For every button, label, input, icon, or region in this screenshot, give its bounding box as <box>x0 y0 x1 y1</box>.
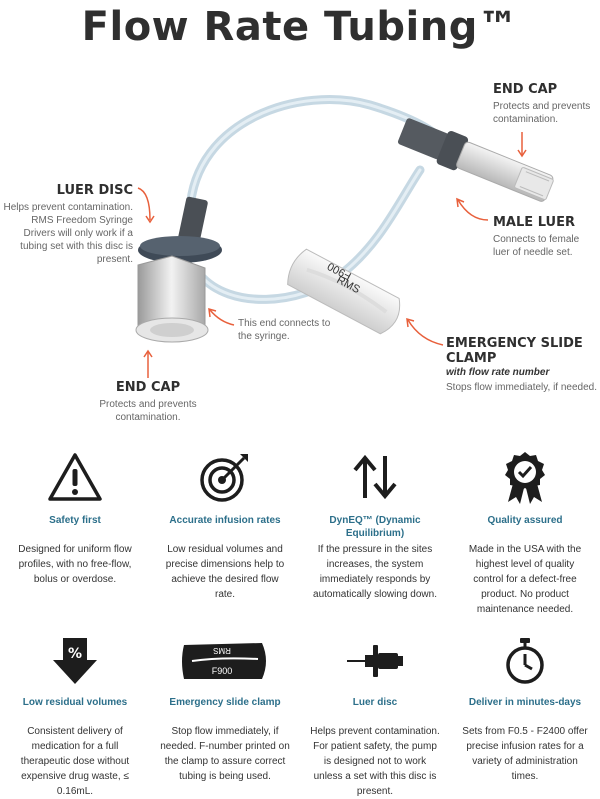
feature-residual: % Low residual volumes Consistent delive… <box>0 632 150 799</box>
callout-body: Stops flow immediately, if needed. <box>446 382 598 393</box>
feature-title: Deliver in minutes-days <box>468 697 582 708</box>
callout-body: Protects and prevents contamination. <box>99 399 197 423</box>
luer-disc-icon <box>300 632 450 690</box>
stopwatch-icon <box>450 632 600 690</box>
callout-title: END CAP <box>115 380 181 395</box>
feature-quality: Quality assured Made in the USA with the… <box>450 448 600 617</box>
callout-luer-disc: LUER DISC Helps prevent contamination. R… <box>0 183 133 266</box>
feature-title: DynEQ™ (Dynamic Equilibrium) <box>329 515 421 539</box>
svg-text:%: % <box>68 646 82 662</box>
callout-title: MALE LUER <box>493 215 575 230</box>
callout-male-luer: MALE LUER Connects to female luer of nee… <box>493 215 598 259</box>
feature-title: Accurate infusion rates <box>169 515 281 526</box>
feature-dyneq: DynEQ™ (Dynamic Equilibrium) If the pres… <box>300 448 450 602</box>
callout-body: Helps prevent contamination. RMS Freedom… <box>3 202 133 265</box>
callout-slide-clamp: EMERGENCY SLIDE CLAMP with flow rate num… <box>446 336 600 394</box>
callout-body: Protects and prevents contamination. <box>493 101 591 125</box>
target-icon <box>150 448 300 506</box>
callout-title: EMERGENCY SLIDE CLAMP <box>446 336 583 366</box>
svg-text:F900: F900 <box>212 666 233 676</box>
callout-subtitle: with flow rate number <box>446 367 550 378</box>
callout-end-cap-bottom: END CAP Protects and prevents contaminat… <box>88 380 208 424</box>
warning-icon <box>0 448 150 506</box>
feature-body: If the pressure in the sites increases, … <box>313 544 437 600</box>
feature-title: Quality assured <box>487 515 563 526</box>
callout-arrows <box>137 132 527 378</box>
feature-body: Stop flow immediately, if needed. F-numb… <box>160 726 290 782</box>
tubing-diagram: F900 RMS END CAP Protects and prevents c… <box>0 60 600 430</box>
feature-accuracy: Accurate infusion rates Low residual vol… <box>150 448 300 602</box>
page-title: Flow Rate Tubing™ <box>81 4 519 50</box>
callout-title: LUER DISC <box>56 183 133 198</box>
feature-body: Consistent delivery of medication for a … <box>20 726 130 797</box>
slide-clamp <box>287 248 401 335</box>
feature-body: Low residual volumes and precise dimensi… <box>165 544 285 600</box>
tubing-illustration: F900 RMS <box>135 95 554 378</box>
slide-clamp-icon: RMS F900 <box>150 632 300 690</box>
feature-title: Low residual volumes <box>22 697 128 708</box>
callout-end-cap-top: END CAP Protects and prevents contaminat… <box>493 82 593 126</box>
callout-title: END CAP <box>493 82 558 97</box>
feature-title: Luer disc <box>352 697 398 708</box>
feature-body: Sets from F0.5 - F2400 offer precise inf… <box>462 726 588 782</box>
svg-text:RMS: RMS <box>213 646 231 655</box>
luer-disc-assembly <box>135 196 222 343</box>
feature-title: Safety first <box>49 515 101 526</box>
feature-slide-clamp: RMS F900 Emergency slide clamp Stop flow… <box>150 632 300 784</box>
percent-arrow-icon: % <box>0 632 150 690</box>
feature-body: Designed for uniform flow profiles, with… <box>18 544 132 585</box>
up-down-arrows-icon <box>300 448 450 506</box>
callout-body: This end connects to the syringe. <box>238 318 331 342</box>
feature-body: Helps prevent contamination. For patient… <box>310 726 440 797</box>
feature-body: Made in the USA with the highest level o… <box>468 544 582 615</box>
feature-title: Emergency slide clamp <box>169 697 281 708</box>
callout-body: Connects to female luer of needle set. <box>493 234 580 258</box>
male-luer-assembly <box>397 118 554 202</box>
callout-syringe-end: This end connects to the syringe. <box>238 314 338 343</box>
feature-luer-disc: Luer disc Helps prevent contamination. F… <box>300 632 450 799</box>
feature-safety: Safety first Designed for uniform flow p… <box>0 448 150 587</box>
feature-delivery: Deliver in minutes-days Sets from F0.5 -… <box>450 632 600 784</box>
badge-icon <box>450 448 600 506</box>
